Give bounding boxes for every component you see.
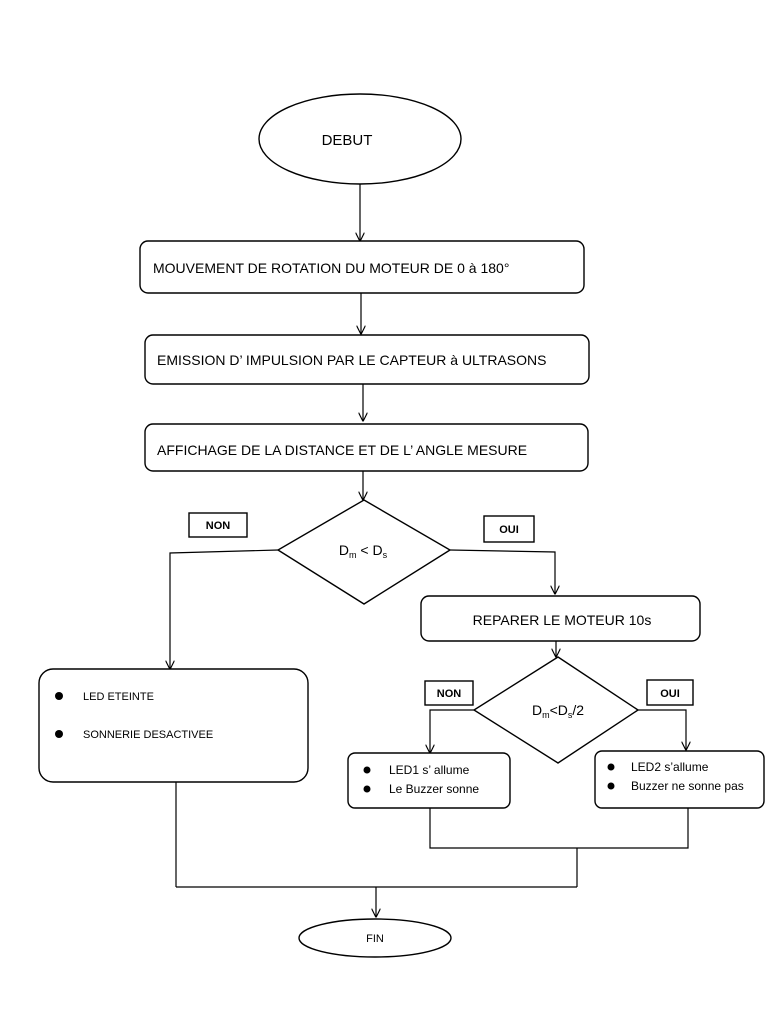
step-emission-box [144,334,590,385]
start-ellipse [258,93,462,185]
label-decision1-no-text: NON [206,520,231,532]
label-decision2-no: NON [424,680,474,706]
step-repair: REPARER LE MOTEUR 10s [420,595,701,642]
start-node: DEBUT [258,93,462,185]
result-led2-box [594,750,765,809]
result-led1: LED1 s’ allume Le Buzzer sonne [347,752,511,809]
label-decision1-yes-box [483,515,535,543]
arrow-decision1-yes [449,549,555,594]
bullet-icon [363,766,371,774]
step-display-box [144,423,589,472]
decision-distance-condition: Dm < Ds [339,542,388,560]
step-repair-label: REPARER LE MOTEUR 10s [473,612,652,628]
decision-distance-diamond [276,499,452,605]
decision-distance: Dm < Ds [276,499,452,605]
result-led1-item: Le Buzzer sonne [389,782,479,796]
no-branch-box: LED ETEINTE SONNERIE DESACTIVEE [38,668,309,783]
merge-results-line [429,808,689,849]
label-decision2-no-box [424,680,474,706]
label-decision1-no: NON [188,512,248,538]
label-decision1-yes-text: OUI [499,524,519,536]
arrow-decision1-no [170,549,279,669]
start-label: DEBUT [322,132,373,149]
label-decision1-yes: OUI [483,515,535,543]
result-led1-box [347,752,511,809]
label-decision2-yes: OUI [646,679,694,706]
bullet-icon [607,763,615,771]
step-display-label: AFFICHAGE DE LA DISTANCE ET DE L’ ANGLE … [157,442,527,458]
bullet-icon [55,730,63,738]
decision-half-distance: Dm<Ds/2 [472,656,640,764]
bullet-icon [607,782,615,790]
no-branch-rect [38,668,309,783]
bullet-icon [55,692,63,700]
result-led1-item: LED1 s’ allume [389,763,470,777]
bullet-icon [363,785,371,793]
label-decision2-no-text: NON [437,688,462,700]
arrow-decision2-no [430,709,474,753]
result-led2-item: LED2 s’allume [631,760,709,774]
result-led2-item: Buzzer ne sonne pas [631,779,744,793]
decision-half-distance-condition: Dm<Ds/2 [532,702,584,720]
step-emission: EMISSION D’ IMPULSION PAR LE CAPTEUR à U… [144,334,590,385]
step-display: AFFICHAGE DE LA DISTANCE ET DE L’ ANGLE … [144,423,589,472]
step-repair-box [420,595,701,642]
step-rotation-label: MOUVEMENT DE ROTATION DU MOTEUR DE 0 à 1… [153,260,509,276]
end-ellipse [298,918,452,958]
result-led2: LED2 s’allume Buzzer ne sonne pas [594,750,765,809]
no-branch-item: LED ETEINTE [83,691,154,703]
step-rotation-box [139,240,585,294]
label-decision2-yes-box [646,679,694,706]
connectors [170,183,688,917]
end-label: FIN [366,933,384,945]
step-emission-label: EMISSION D’ IMPULSION PAR LE CAPTEUR à U… [157,352,546,368]
label-decision1-no-box [188,512,248,538]
no-branch-item: SONNERIE DESACTIVEE [83,729,213,741]
label-decision2-yes-text: OUI [660,688,680,700]
step-rotation: MOUVEMENT DE ROTATION DU MOTEUR DE 0 à 1… [139,240,585,294]
decision-half-distance-diamond [472,656,640,764]
arrow-decision2-yes [638,709,686,750]
end-node: FIN [298,918,452,958]
